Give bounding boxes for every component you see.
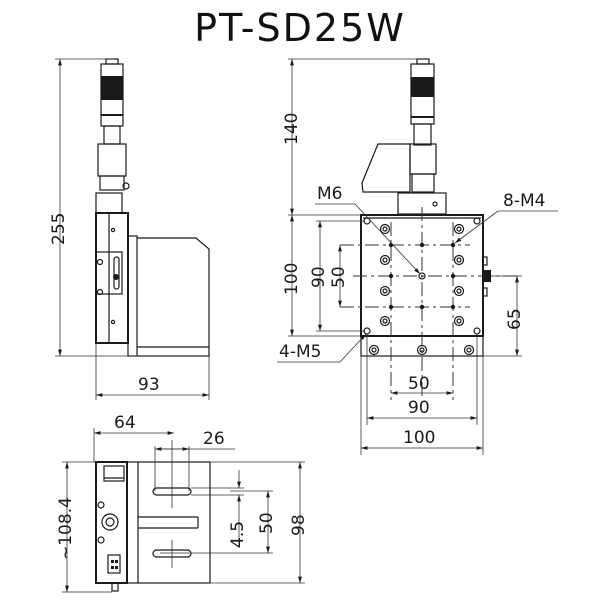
label-8-m4: 8-M4 [503, 191, 545, 211]
dim-255: 255 [49, 213, 69, 245]
dim-65: 65 [505, 308, 525, 330]
dim-108-4: ~108.4 [56, 497, 76, 560]
dim-100-vertical: 100 [282, 263, 302, 295]
dim-4-5: 4.5 [228, 521, 248, 548]
top-view-callouts: M6 8-M4 4-M5 [277, 184, 558, 363]
dim-98: 98 [289, 514, 309, 536]
drawing-title: PT-SD25W [194, 6, 406, 50]
dim-64: 64 [114, 413, 136, 433]
micrometer-grip-icon [101, 76, 123, 100]
dim-140: 140 [282, 113, 302, 145]
label-m6: M6 [317, 184, 342, 204]
dim-90-horizontal: 90 [408, 398, 430, 418]
dim-50-horizontal: 50 [408, 374, 430, 394]
top-view [340, 58, 519, 400]
dim-93: 93 [138, 375, 160, 395]
side-view-dimensions: 255 93 [49, 58, 210, 400]
label-4-m5: 4-M5 [279, 342, 321, 362]
dim-26: 26 [203, 429, 225, 449]
bottom-view [95, 440, 211, 592]
dim-90-vertical: 90 [309, 266, 329, 288]
dim-100-horizontal: 100 [403, 428, 435, 448]
side-view [95, 58, 210, 357]
dim-50-slots: 50 [257, 512, 277, 534]
dim-50-vertical: 50 [329, 266, 349, 288]
top-view-dimensions: 140 100 90 50 65 50 90 100 [282, 58, 525, 455]
bottom-view-dimensions: 64 26 ~108.4 4.5 50 98 [56, 413, 309, 593]
